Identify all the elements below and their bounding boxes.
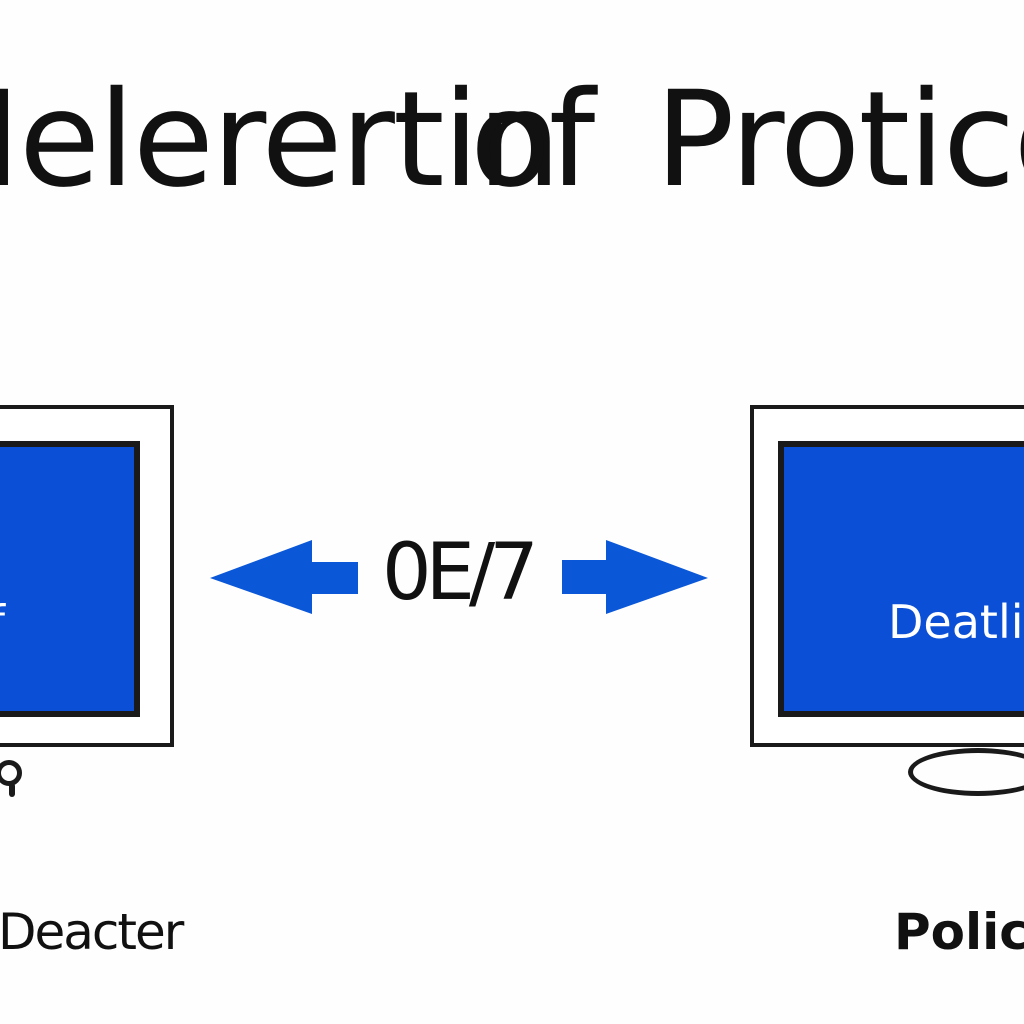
right-screen-text: Deatlisc — [888, 595, 1024, 649]
right-monitor-stand — [908, 748, 1024, 796]
center-label: 0E/7 — [382, 528, 539, 618]
right-monitor-screen: Deatlisc — [778, 441, 1024, 717]
right-monitor: Deatlisc — [750, 405, 1024, 747]
left-monitor: kf — [0, 405, 174, 747]
title-part-3: Protico — [655, 63, 1024, 217]
left-caption: Deacter — [0, 903, 184, 961]
left-screen-text: kf — [0, 597, 5, 647]
left-monitor-screen: kf — [0, 441, 140, 717]
left-monitor-knob-icon — [0, 760, 22, 797]
left-arrow-icon — [210, 540, 358, 614]
title-part-1: Ielerertin — [0, 63, 561, 217]
right-caption: Policl — [894, 903, 1024, 961]
title-part-2: of — [470, 63, 595, 217]
right-arrow-icon — [562, 540, 708, 614]
diagram-title: Ielerertin of Protico — [0, 70, 1024, 210]
